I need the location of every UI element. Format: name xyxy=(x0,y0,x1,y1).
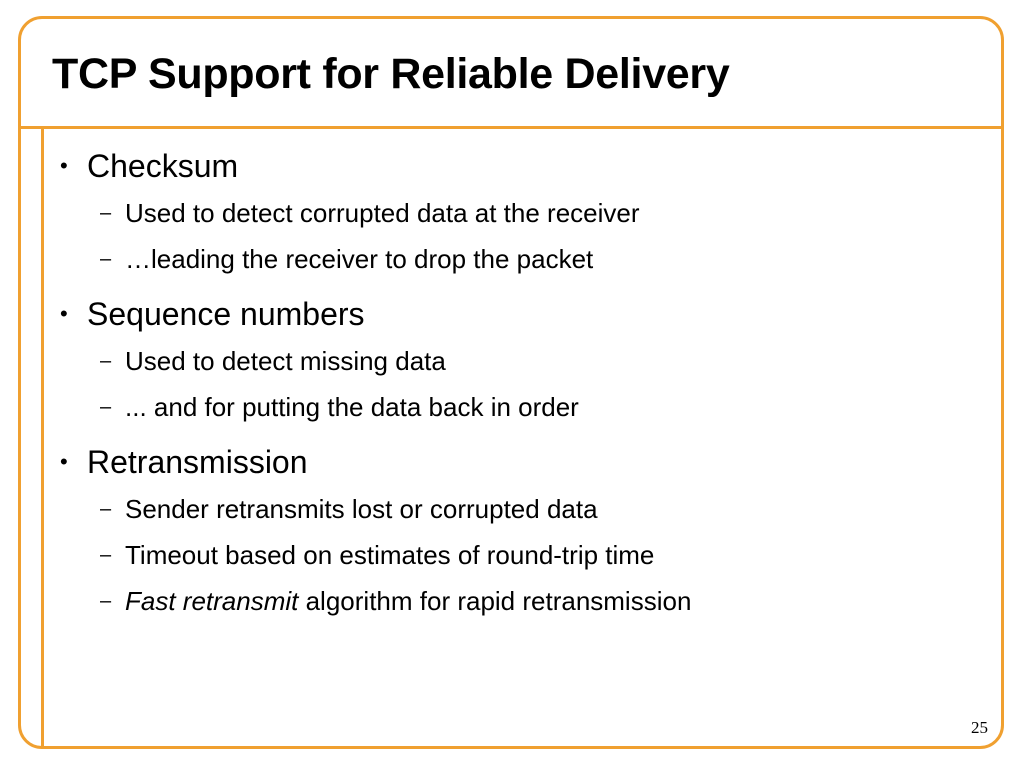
title-divider xyxy=(18,126,1004,129)
bullet-list: • Checksum – Used to detect corrupted da… xyxy=(60,146,990,636)
bullet-label: Sequence numbers xyxy=(87,296,365,332)
dash-icon: – xyxy=(100,544,112,566)
sub-bullet-text: Sender retransmits lost or corrupted dat… xyxy=(125,494,598,524)
bullet-item: • Checksum xyxy=(60,146,990,186)
bullet-dot-icon: • xyxy=(60,153,68,178)
bullet-item: • Retransmission xyxy=(60,442,990,482)
sub-bullet-text: Used to detect missing data xyxy=(125,346,446,376)
dash-icon: – xyxy=(100,350,112,372)
dash-icon: – xyxy=(100,396,112,418)
sub-bullet-item: – Timeout based on estimates of round-tr… xyxy=(60,532,990,578)
sub-bullet-text: ... and for putting the data back in ord… xyxy=(125,392,579,422)
bullet-group-checksum: • Checksum – Used to detect corrupted da… xyxy=(60,146,990,282)
bullet-label: Retransmission xyxy=(87,444,308,480)
sub-bullet-item: – ... and for putting the data back in o… xyxy=(60,384,990,430)
bullet-item: • Sequence numbers xyxy=(60,294,990,334)
sub-bullet-item: – Used to detect missing data xyxy=(60,338,990,384)
sub-bullet-italic-term: Fast retransmit xyxy=(125,586,299,616)
dash-icon: – xyxy=(100,590,112,612)
sub-bullet-list: – Used to detect missing data – ... and … xyxy=(60,338,990,430)
sub-bullet-list: – Sender retransmits lost or corrupted d… xyxy=(60,486,990,624)
page-number: 25 xyxy=(971,718,988,737)
slide-title: TCP Support for Reliable Delivery xyxy=(52,50,730,98)
bullet-dot-icon: • xyxy=(60,449,68,474)
sub-bullet-item: – …leading the receiver to drop the pack… xyxy=(60,236,990,282)
sub-bullet-text: Used to detect corrupted data at the rec… xyxy=(125,198,640,228)
bullet-label: Checksum xyxy=(87,148,239,184)
bullet-group-sequence-numbers: • Sequence numbers – Used to detect miss… xyxy=(60,294,990,430)
slide-frame xyxy=(18,16,1004,749)
left-accent-rule xyxy=(41,126,44,749)
sub-bullet-text: Timeout based on estimates of round-trip… xyxy=(125,540,655,570)
dash-icon: – xyxy=(100,498,112,520)
sub-bullet-item: – Sender retransmits lost or corrupted d… xyxy=(60,486,990,532)
sub-bullet-item: – Used to detect corrupted data at the r… xyxy=(60,190,990,236)
sub-bullet-text: algorithm for rapid retransmission xyxy=(298,586,692,616)
dash-icon: – xyxy=(100,248,112,270)
sub-bullet-text: …leading the receiver to drop the packet xyxy=(125,244,594,274)
dash-icon: – xyxy=(100,202,112,224)
bullet-dot-icon: • xyxy=(60,301,68,326)
sub-bullet-list: – Used to detect corrupted data at the r… xyxy=(60,190,990,282)
sub-bullet-item: – Fast retransmit algorithm for rapid re… xyxy=(60,578,990,624)
bullet-group-retransmission: • Retransmission – Sender retransmits lo… xyxy=(60,442,990,624)
